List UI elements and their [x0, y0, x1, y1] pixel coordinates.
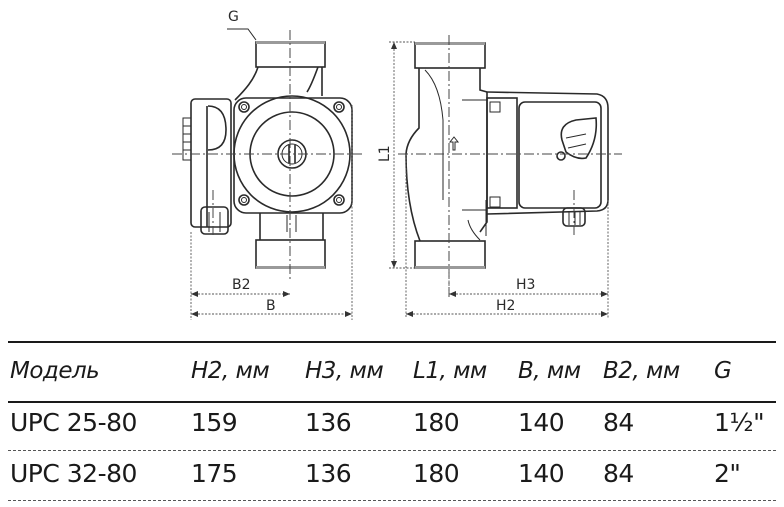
- thread-leader: [227, 28, 257, 41]
- side-bottom-fitting: [414, 240, 486, 269]
- table-cell: 180: [413, 408, 460, 437]
- motor-housing: [518, 101, 602, 209]
- column-header: B2, мм: [603, 358, 680, 384]
- table-cell: 84: [603, 459, 634, 488]
- table-cell: 159: [191, 408, 238, 437]
- b-label: B: [266, 298, 276, 314]
- control-box: [190, 98, 232, 228]
- table-top-rule: [8, 341, 776, 343]
- front-view: G B2: [172, 9, 362, 320]
- column-header: H3, мм: [305, 358, 384, 384]
- b2-label: B2: [232, 277, 251, 293]
- column-header: G: [714, 358, 732, 384]
- l1-label: L1: [377, 145, 393, 162]
- table-cell: 136: [305, 459, 352, 488]
- table-cell: 136: [305, 408, 352, 437]
- table-row: UPC 32-80 175 136 180 140 84 2": [8, 450, 776, 500]
- table-cell: 175: [191, 459, 238, 488]
- column-header: B, мм: [518, 358, 581, 384]
- table-cell: 140: [518, 459, 565, 488]
- h3-label: H3: [516, 277, 535, 293]
- table-cell: 84: [603, 408, 634, 437]
- speed-knob: [560, 117, 598, 160]
- table-cell: 180: [413, 459, 460, 488]
- row-divider: [8, 500, 776, 501]
- table-header-rule: [8, 401, 776, 403]
- table-cell: 140: [518, 408, 565, 437]
- cable-gland: [200, 206, 229, 235]
- table-cell: UPC 25-80: [10, 408, 137, 437]
- table-header-row: Модель H2, мм H3, мм L1, мм B, мм B2, мм…: [8, 347, 776, 397]
- row-divider: [8, 450, 776, 451]
- h2-label: H2: [496, 298, 515, 314]
- thread-label: G: [228, 9, 239, 25]
- side-view: L1 H3 H2: [377, 35, 622, 318]
- side-top-fitting: [414, 42, 486, 69]
- table-row: UPC 25-80 159 136 180 140 84 1½": [8, 399, 776, 449]
- pump-drawing: G B2: [172, 9, 622, 320]
- column-header: Модель: [10, 358, 100, 384]
- column-header: H2, мм: [191, 358, 270, 384]
- table-cell: UPC 32-80: [10, 459, 137, 488]
- column-header: L1, мм: [413, 358, 487, 384]
- table-cell: 1½": [714, 408, 765, 437]
- table-cell: 2": [714, 459, 741, 488]
